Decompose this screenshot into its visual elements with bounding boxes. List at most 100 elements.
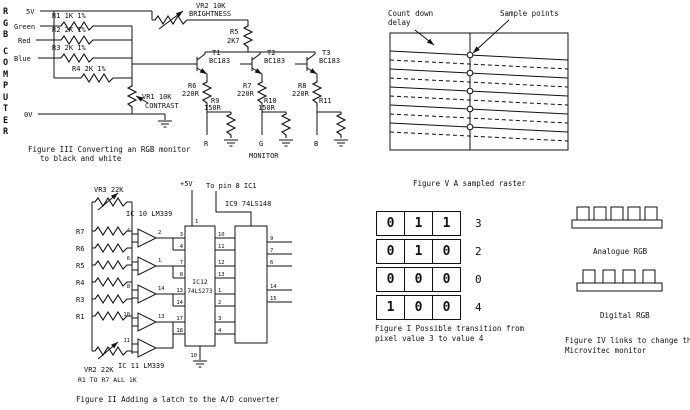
fig3-wires: [36, 10, 341, 135]
pin-number: 7: [180, 260, 183, 266]
label-plus5v: +5V: [180, 180, 193, 188]
side-title-rgb-computer: R G B C O M P U T E R: [3, 7, 15, 139]
table-row: 0 0 0 0: [376, 267, 482, 292]
figure-5-raster: Count down delay Sample points Figure V …: [388, 9, 569, 188]
label-ladder-r3: R3: [76, 296, 84, 304]
fig2-caption: Figure II Adding a latch to the A/D conv…: [76, 395, 280, 404]
link-block: [602, 269, 616, 284]
label-vr3: VR3 22K: [94, 186, 124, 194]
pin-number: 13: [218, 272, 225, 278]
label-monitor: MONITOR: [249, 152, 279, 160]
label-ladder-r6: R6: [76, 245, 84, 253]
label-r9-value: 150R: [204, 104, 222, 112]
link-block: [576, 206, 590, 221]
label-r7-value: 220R: [237, 90, 255, 98]
label-ladder-r5: R5: [76, 262, 84, 270]
label-r1: R1 1K 1%: [52, 12, 87, 20]
fig3-caption-line2: to black and white: [40, 154, 122, 163]
pin-number: 18: [176, 328, 183, 334]
fig4-caption-line1: Figure IV links to change the: [565, 336, 690, 345]
pin-number: 4: [127, 228, 131, 234]
side-letter: E: [3, 115, 9, 126]
resistor-r11: [336, 112, 346, 138]
label-vr1: VR1 10K: [142, 93, 172, 101]
fig5-arrowheads: [426, 38, 480, 53]
label-t2-type: BC183: [264, 57, 285, 65]
comparator-triangle: [137, 228, 158, 248]
side-letter: R: [3, 127, 9, 137]
fig3-labels: 5V Green Red Blue R1 1K 1% R2 2K 1% R3 2…: [14, 2, 340, 163]
label-analogue-rgb: Analogue RGB: [593, 247, 648, 256]
comparator-triangle: [137, 256, 158, 276]
pin-number: 4: [218, 328, 222, 334]
ground-icon: [224, 139, 238, 147]
label-0v: 0V: [24, 111, 33, 119]
pin-number: 14: [176, 300, 183, 306]
resistor-r6: [202, 80, 212, 106]
bit-cell: 0: [376, 211, 405, 236]
pin-number: 1: [195, 219, 198, 225]
pin-number: 10: [190, 353, 197, 359]
pin-number: 9: [270, 236, 273, 242]
label-vr2: VR2 22K: [84, 366, 114, 374]
fig5-labels: Count down delay Sample points Figure V …: [388, 9, 559, 188]
link-block: [622, 269, 636, 284]
label-r9: R9: [211, 97, 219, 105]
pin-number: 3: [180, 232, 183, 238]
fig1-caption: Figure I Possible transition from pixel …: [375, 324, 524, 344]
pot-vr2: [92, 346, 132, 356]
pin-number: 6: [270, 260, 273, 266]
label-ladder-r4: R4: [76, 279, 84, 287]
link-block: [644, 206, 658, 221]
label-t1-type: BC183: [209, 57, 230, 65]
fig3-arrowheads: [136, 11, 317, 102]
label-r2: R2 2K 1%: [52, 26, 87, 34]
fig2-arrowheads: [111, 193, 118, 349]
fig3-components: [58, 15, 348, 147]
label-r8-value: 220R: [292, 90, 310, 98]
ground-icon: [193, 360, 207, 368]
label-r10: R10: [264, 97, 277, 105]
pin-number: 10: [218, 232, 225, 238]
bit-cell: 0: [376, 267, 405, 292]
resistor-ladder-r6: [92, 243, 132, 253]
side-letter: O: [3, 58, 9, 68]
resistor-r2: [58, 35, 98, 45]
pin-number: 8: [180, 272, 183, 278]
fig4-caption-line2: Microvitec monitor: [565, 346, 647, 355]
fig2-wires: [91, 190, 292, 360]
ground-icon: [334, 139, 348, 147]
bit-cell: 0: [432, 295, 461, 320]
fig2-labels: +5V VR3 22K IC 10 LM339 To pin 8 IC1 IC9…: [76, 180, 280, 404]
pin-number: 11: [123, 338, 130, 344]
label-ladder-r1: R1: [76, 313, 84, 321]
label-count-down: Count down: [388, 9, 433, 18]
resistor-r3: [58, 53, 98, 63]
link-block: [627, 206, 641, 221]
pin-number: 4: [180, 244, 184, 250]
pin-number: 14: [158, 286, 165, 292]
comparator-triangle: [137, 312, 158, 332]
pin-number: 17: [176, 316, 183, 322]
label-blue: Blue: [14, 55, 31, 63]
label-ic11: IC 11 LM339: [118, 362, 164, 370]
label-contrast: CONTRAST: [145, 102, 180, 110]
link-block: [593, 206, 607, 221]
fig2-components: [92, 197, 207, 368]
connector-bar-analogue: [571, 219, 663, 229]
label-ic12-part: 74LS273: [187, 288, 213, 295]
label-brightness: BRIGHTNESS: [189, 10, 231, 18]
label-digital-rgb: Digital RGB: [600, 311, 650, 320]
bit-cell: 1: [404, 239, 433, 264]
ic12-body: [184, 225, 216, 347]
pin-number: 8: [127, 284, 130, 290]
resistor-ladder-r5: [92, 260, 132, 270]
pin-number: 13: [158, 314, 165, 320]
label-vr2: VR2 10K: [196, 2, 226, 10]
row-value: 3: [475, 217, 482, 230]
comparator-triangle: [137, 284, 158, 304]
label-r8: R8: [298, 82, 306, 90]
pin-number: 11: [218, 244, 225, 250]
resistor-r4: [78, 73, 118, 83]
side-letter: B: [3, 30, 9, 40]
